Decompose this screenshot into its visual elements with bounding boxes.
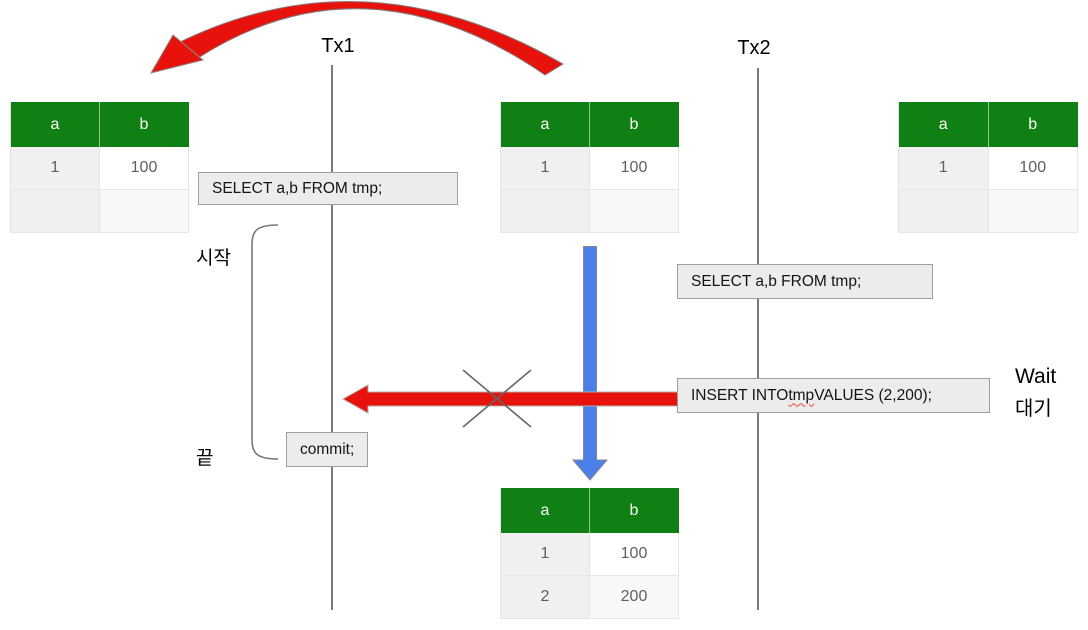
end-label: 끝 xyxy=(196,448,214,469)
cell-b1: 100 xyxy=(988,147,1078,190)
header-cell-b: b xyxy=(590,102,679,147)
table-row xyxy=(501,190,679,233)
blue-down-arrow-icon xyxy=(571,246,609,481)
table-row: 1 100 xyxy=(501,147,679,190)
cell-a1: 1 xyxy=(11,147,100,190)
cell-a2 xyxy=(11,190,100,233)
table-row xyxy=(899,190,1078,233)
sql-insert-suffix: VALUES (2,200); xyxy=(814,386,932,404)
sql-insert-prefix: INSERT INTO xyxy=(691,386,789,404)
cell-a1: 1 xyxy=(501,533,590,576)
table-header-row: a b xyxy=(899,102,1078,147)
sql-commit-text: commit; xyxy=(300,440,355,458)
left-bracket-icon xyxy=(251,224,279,460)
tx2-timeline xyxy=(757,68,759,610)
table-top-middle: a b 1 100 xyxy=(500,102,679,233)
cell-b1: 100 xyxy=(590,533,679,576)
header-cell-b: b xyxy=(590,488,679,533)
wait-label-kr: 대기 xyxy=(1015,398,1052,420)
table-row: 2 200 xyxy=(501,576,679,619)
cell-b2 xyxy=(590,190,679,233)
table-row: 1 100 xyxy=(899,147,1078,190)
table-top-right: a b 1 100 xyxy=(898,102,1078,233)
cell-a2: 2 xyxy=(501,576,590,619)
x-mark-icon xyxy=(462,369,532,428)
cell-b1: 100 xyxy=(100,147,189,190)
cell-a2 xyxy=(501,190,590,233)
table-header-row: a b xyxy=(11,102,189,147)
table-header-row: a b xyxy=(501,488,679,533)
sql-select-tx2-box: SELECT a,b FROM tmp; xyxy=(677,264,933,299)
header-cell-b: b xyxy=(100,102,189,147)
tx2-label: Tx2 xyxy=(737,37,771,59)
cell-a1: 1 xyxy=(501,147,590,190)
header-cell-a: a xyxy=(899,102,989,147)
header-cell-b: b xyxy=(988,102,1078,147)
cell-b1: 100 xyxy=(590,147,679,190)
header-cell-a: a xyxy=(11,102,100,147)
table-row: 1 100 xyxy=(501,533,679,576)
cell-b2 xyxy=(988,190,1078,233)
sql-select-tx2-text: SELECT a,b FROM tmp; xyxy=(691,272,862,290)
sql-commit-box: commit; xyxy=(286,432,368,467)
cell-b2 xyxy=(100,190,189,233)
cell-a1: 1 xyxy=(899,147,989,190)
table-top-left: a b 1 100 xyxy=(10,102,189,233)
tx1-label: Tx1 xyxy=(321,35,355,57)
table-header-row: a b xyxy=(501,102,679,147)
sql-insert-table-name: tmp xyxy=(788,386,815,404)
tx1-timeline xyxy=(331,65,333,610)
table-row: 1 100 xyxy=(11,147,189,190)
table-row xyxy=(11,190,189,233)
header-cell-a: a xyxy=(501,102,590,147)
cell-a2 xyxy=(899,190,989,233)
table-bottom-result: a b 1 100 2 200 xyxy=(500,488,679,619)
curved-arrow-icon xyxy=(149,1,564,76)
header-cell-a: a xyxy=(501,488,590,533)
sql-insert-box: INSERT INTO tmp VALUES (2,200); xyxy=(677,378,990,413)
sql-select-tx1-text: SELECT a,b FROM tmp; xyxy=(212,179,383,197)
cell-b2: 200 xyxy=(590,576,679,619)
sql-select-tx1-box: SELECT a,b FROM tmp; xyxy=(198,172,458,205)
start-label: 시작 xyxy=(196,248,231,269)
wait-label-en: Wait xyxy=(1015,365,1057,388)
